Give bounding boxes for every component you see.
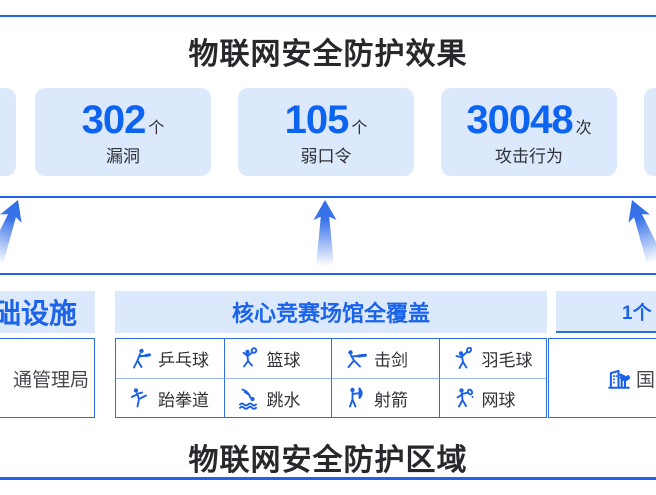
panel-box-venues: 乒乓球 篮球 击剑 羽毛球	[115, 338, 547, 418]
tennis-icon	[451, 386, 475, 410]
fencing-icon	[343, 347, 367, 371]
stat-card-partial-left	[0, 88, 16, 176]
panel-header-infrastructure: 础设施	[0, 291, 95, 333]
stat-number-row: 30048 次	[466, 100, 591, 140]
sport-label: 射箭	[374, 390, 408, 410]
stat-card-attacks: 30048 次 攻击行为	[441, 88, 617, 176]
sport-cell-tennis: 网球	[438, 378, 546, 417]
divider-middle-upper	[0, 196, 656, 198]
sport-cell-taekwondo: 跆拳道	[116, 378, 224, 417]
panel-header-venue-count: 1个	[556, 291, 656, 333]
sport-label: 网球	[481, 390, 516, 410]
sport-cell-diving: 跳水	[223, 378, 331, 417]
sport-cell-archery: 射箭	[331, 378, 439, 417]
stat-label: 弱口令	[300, 146, 352, 166]
stat-unit: 次	[575, 119, 592, 137]
stat-number-row: 105 个	[285, 100, 368, 140]
divider-middle-lower	[0, 273, 656, 275]
panel-header-label: 1个	[622, 302, 652, 324]
stat-unit: 个	[351, 119, 368, 137]
sport-label: 羽毛球	[481, 351, 533, 370]
sports-grid: 乒乓球 篮球 击剑 羽毛球	[116, 339, 546, 417]
taekwondo-icon	[127, 386, 151, 410]
sport-label: 篮球	[266, 351, 301, 370]
sport-cell-fencing: 击剑	[331, 339, 439, 378]
stat-value: 30048	[466, 97, 573, 142]
badminton-icon	[451, 346, 475, 371]
panel-header-label: 础设施	[0, 298, 77, 329]
divider-top	[0, 15, 656, 17]
sport-label: 击剑	[374, 351, 408, 370]
sport-label: 跆拳道	[158, 390, 209, 410]
panel-header-venues: 核心竞赛场馆全覆盖	[115, 291, 547, 333]
page-title: 物联网安全防护效果	[188, 38, 468, 71]
stat-number-row: 302 个	[82, 100, 165, 140]
sport-label: 乒乓球	[158, 351, 209, 370]
basketball-icon	[236, 346, 260, 371]
stat-unit: 个	[148, 119, 165, 137]
stat-card-weak-passwords: 105 个 弱口令	[238, 88, 414, 176]
sport-cell-basketball: 篮球	[223, 339, 332, 378]
stat-card-vulnerabilities: 302 个 漏洞	[35, 88, 211, 176]
sport-cell-badminton: 羽毛球	[438, 339, 547, 378]
stat-value: 105	[284, 97, 350, 142]
up-arrows	[0, 197, 656, 266]
bottom-title: 物联网安全防护区域	[188, 444, 468, 477]
venue-building-icon	[606, 365, 632, 391]
up-arrow-left	[0, 197, 29, 266]
diving-icon	[236, 386, 260, 410]
panel-content-label: 国	[636, 369, 656, 391]
archery-icon	[343, 386, 367, 410]
stat-card-partial-right	[644, 88, 656, 176]
panel-header-label: 核心竞赛场馆全覆盖	[231, 301, 430, 326]
stat-label: 攻击行为	[495, 146, 563, 166]
up-arrow-right	[621, 197, 656, 266]
panel-box-venue: 国	[548, 338, 656, 418]
divider-bottom	[0, 477, 656, 480]
table-tennis-icon	[127, 347, 151, 371]
panel-box-infrastructure: 通管理局	[0, 338, 95, 418]
sport-cell-table-tennis: 乒乓球	[116, 339, 224, 378]
stat-value: 302	[81, 97, 147, 142]
up-arrow-middle	[313, 200, 337, 266]
sport-label: 跳水	[266, 390, 301, 410]
stat-label: 漏洞	[106, 146, 140, 166]
panel-content-label: 通管理局	[12, 369, 89, 391]
